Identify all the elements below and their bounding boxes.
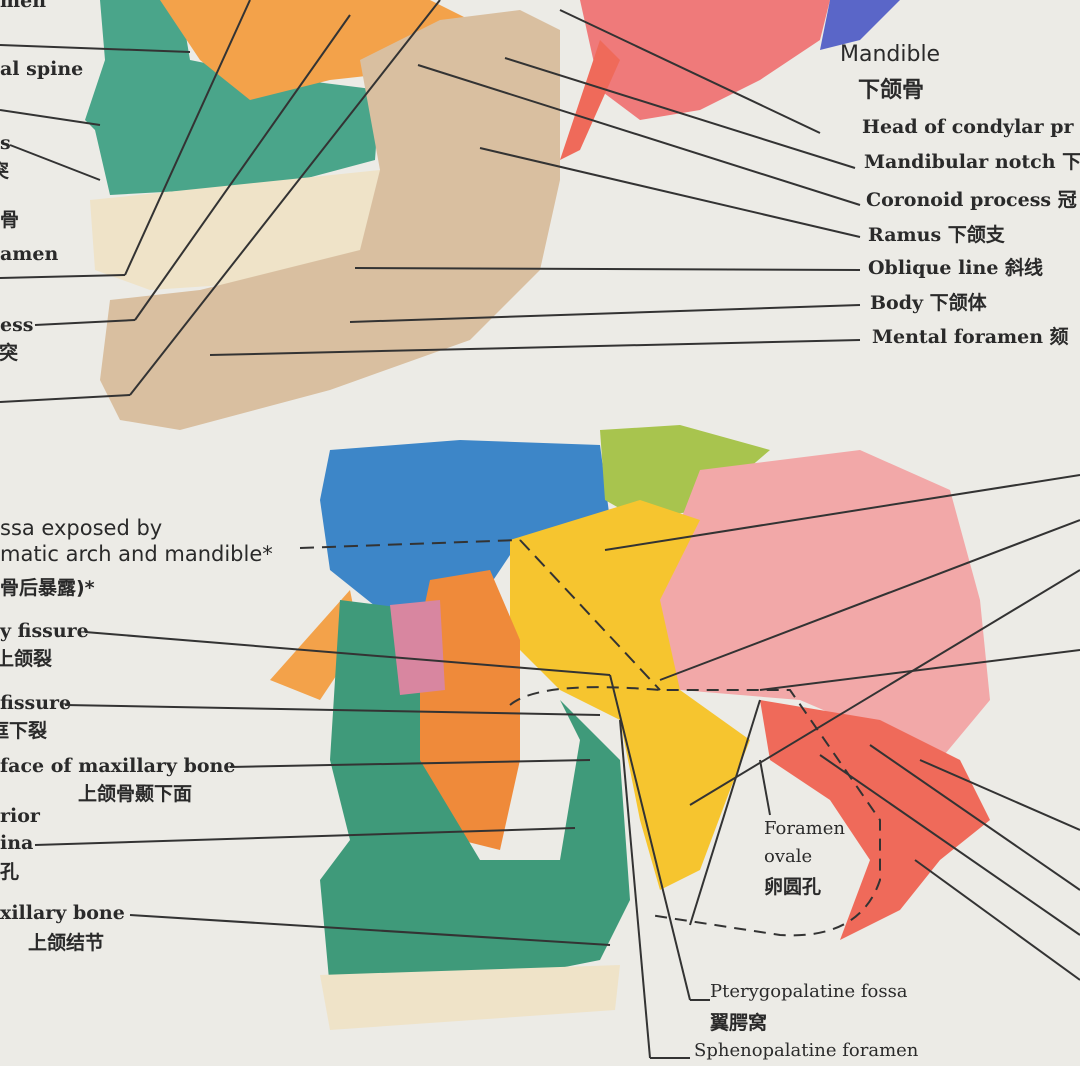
label-mental-foramen: Mental foramen 颏 [872,326,1069,348]
pink-top [580,0,830,120]
label-pterygopalatine-zh: 翼腭窝 [710,1012,768,1034]
label-left-7: 颌突 [0,342,19,364]
zygomatic-top [160,0,470,100]
label-maxillary-surface-zh: 上颌骨颞下面 [78,783,193,805]
blue-top [820,0,900,50]
label-coronoid-process: Coronoid process 冠 [866,189,1077,211]
frontal-blue [320,440,610,610]
label-inf-fissure: fissure [0,692,72,714]
label-maxillary-surface: face of maxillary bone [0,755,236,777]
maxilla-green [320,600,630,990]
label-foramen-ovale-zh: 卵圆孔 [764,876,822,898]
label-fossa-2: matic arch and mandible* [0,542,273,566]
label-foramina-zh: 孔 [0,861,20,883]
label-sphenopalatine-foramen: Sphenopalatine foramen [694,1040,919,1061]
label-left-3: 突 [0,156,9,183]
temporal-pink [650,450,990,760]
label-foramina-2: ina [0,832,34,854]
label-left-1: al spine [0,58,84,80]
label-pterygopalatine-fossa: Pterygopalatine fossa [710,981,908,1002]
mandible-title: Mandible [840,42,941,67]
mandible-title-zh: 下颌骨 [858,78,925,103]
nasal-pink [390,600,445,695]
label-tuber-maxilla-zh: 上颌结节 [28,932,105,954]
label-sup-fissure: y fissure [0,620,89,642]
label-foramen-ovale-2: ovale [764,846,813,867]
label-left-4: 骨 [0,209,20,231]
label-fossa-1: ssa exposed by [0,516,163,540]
pterygoid-red [760,700,990,940]
label-sup-fissure-zh: 上颌裂 [0,648,53,670]
label-fossa-zh: 骨后暴露)* [0,577,95,599]
label-mandibular-notch: Mandibular notch 下 [864,151,1080,173]
teeth-bottom [320,965,620,1030]
label-inf-fissure-zh: 眶下裂 [0,720,48,742]
label-left-6: ess [0,314,34,336]
label-ramus: Ramus 下颌支 [868,224,1005,246]
label-left-2: s [0,132,11,154]
palatine-green [600,425,770,520]
maxilla-top [85,0,380,195]
label-head-condylar: Head of condylar pr [862,116,1074,138]
label-oblique-line: Oblique line 斜线 [868,257,1044,279]
teeth-top [90,170,380,290]
sphenoid-yellow [510,500,750,890]
label-left-5: amen [0,243,59,265]
mandible-top [100,10,560,430]
label-foramen-ovale-1: Foramen [764,818,845,839]
label-left-0: men [0,0,47,12]
label-tuber-maxilla: xillary bone [0,902,125,924]
label-body: Body 下颌体 [870,292,987,314]
label-foramina-1: rior [0,805,40,827]
